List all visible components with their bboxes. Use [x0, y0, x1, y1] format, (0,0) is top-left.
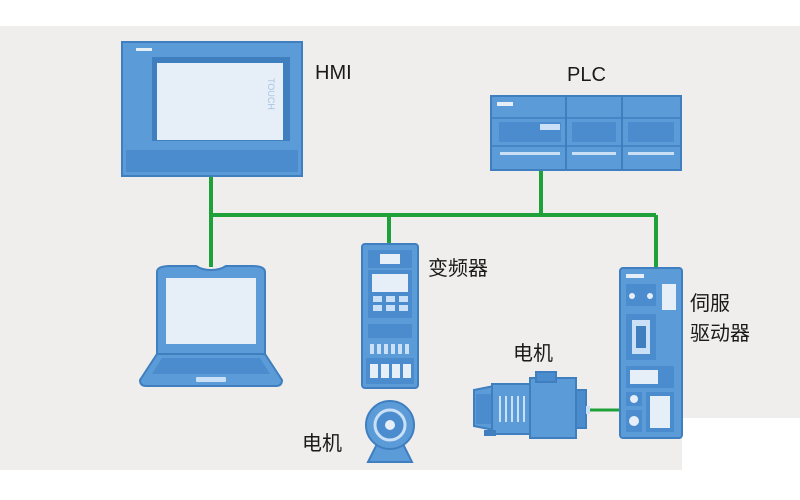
plc-label: PLC — [567, 64, 606, 86]
network-bus — [209, 170, 658, 412]
servo-drive — [619, 267, 683, 439]
hmi-panel: TOUCH — [121, 41, 303, 177]
plc-unit — [490, 95, 682, 171]
inverter-motor — [365, 400, 415, 463]
servo-motor — [473, 371, 590, 439]
hmi-label: HMI — [315, 62, 352, 84]
inverter-motor-label: 电机 — [302, 431, 342, 455]
servo-motor-label: 电机 — [513, 341, 553, 365]
laptop — [138, 265, 284, 387]
frequency-inverter — [361, 243, 419, 389]
servo-drive-label-line1: 伺服 — [690, 291, 730, 315]
servo-drive-label-line2: 驱动器 — [690, 321, 750, 345]
inverter-label: 变频器 — [428, 256, 488, 280]
hmi-screen-text: TOUCH — [266, 78, 276, 110]
